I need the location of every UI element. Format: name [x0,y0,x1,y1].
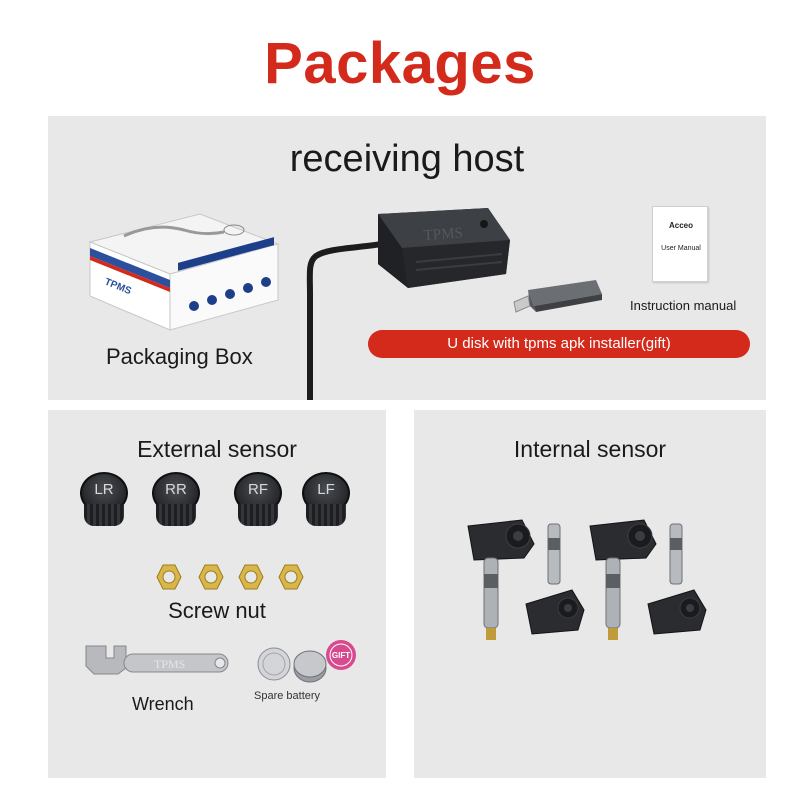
screw-nut [198,564,224,590]
sensor-cap-lf: LF [302,472,350,528]
screw-nut [156,564,182,590]
usb-disk-image [513,280,602,313]
gift-badge: GIFT [326,640,356,670]
external-sensor-panel: External sensor LR RR RF LF Screw nut TP… [48,410,386,778]
sensor-cap-label: LF [317,481,335,498]
sensor-cap-rr: RR [152,472,200,528]
screw-nut-label: Screw nut [168,598,266,623]
spare-battery-image [257,647,327,683]
sensor-cap-rf: RF [234,472,282,528]
spare-battery-label: Spare battery [254,690,321,702]
sensor-cap-label: LR [94,481,114,498]
manual-brand: Acceo [668,221,693,230]
usb-disk-label: U disk with tpms apk installer(gift) [368,330,750,358]
page-title: Packages [264,31,536,96]
packaging-box-image: TPMS [88,213,280,331]
instruction-manual-image: Acceo User Manual [652,206,708,282]
tpms-host-device: TPMS [306,208,510,400]
receiving-host-heading: receiving host [289,138,525,180]
host-logo-text: TPMS [423,225,463,244]
manual-subtitle: User Manual [661,245,701,252]
screw-nut [238,564,264,590]
wrench-text: TPMS [154,657,185,671]
sensor-cap-label: RF [248,481,268,498]
sensor-cap-lr: LR [80,472,128,528]
packaging-box-label: Packaging Box [106,344,253,369]
sensor-cap-label: RR [165,481,187,498]
receiving-host-panel: receiving host TPMS Packaging Box TPMS [48,116,766,400]
internal-sensor-image [589,519,707,640]
internal-sensor-heading: Internal sensor [513,436,667,462]
screw-nut [278,564,304,590]
gift-badge-text: GIFT [332,651,350,660]
internal-sensor-panel: Internal sensor [414,410,766,778]
wrench-label: Wrench [132,694,194,714]
wrench-image: TPMS [85,645,229,675]
instruction-manual-label: Instruction manual [630,298,737,313]
external-sensor-heading: External sensor [137,436,297,462]
internal-sensor-image [467,519,585,640]
